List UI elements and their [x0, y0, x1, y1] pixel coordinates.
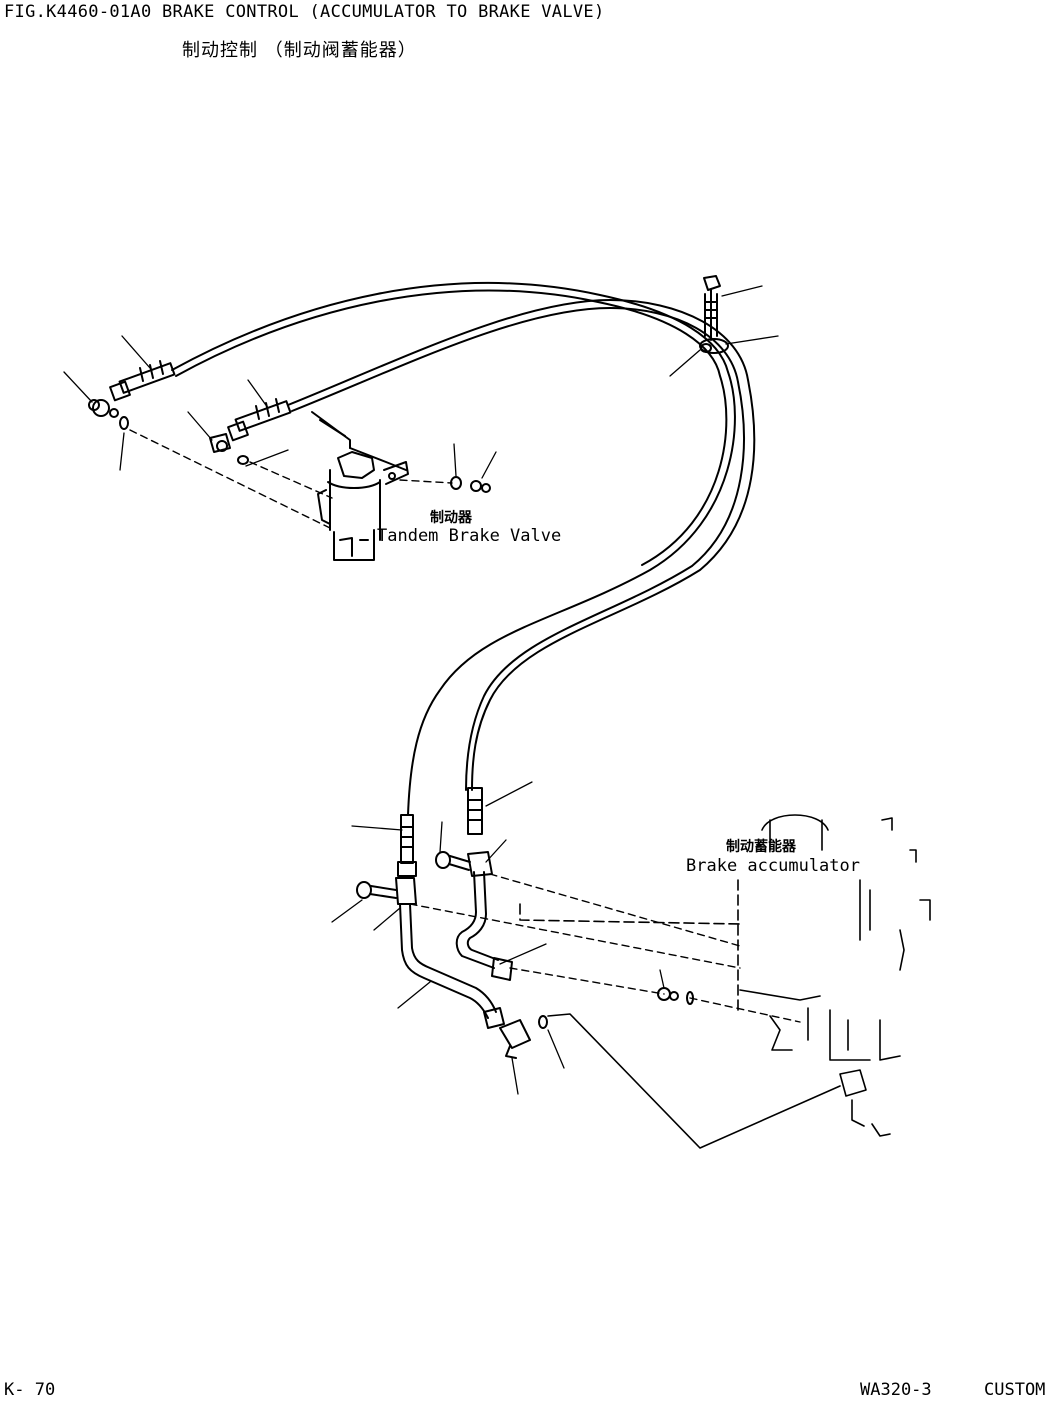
- clamp-bolt-top: [700, 276, 728, 353]
- accumulator-label-cn: 制动蓄能器: [726, 839, 796, 855]
- tandem-brake-valve: [312, 412, 408, 560]
- accumulator-label-en: Brake accumulator: [686, 856, 860, 876]
- model-number: WA320-3: [860, 1380, 932, 1400]
- dashed-connections: [130, 430, 800, 1022]
- hose-end-fitting-left: [89, 361, 174, 429]
- figure-subtitle: 制动控制 （制动阀蓄能器）: [182, 40, 417, 61]
- elbow-fitting: [500, 988, 693, 1058]
- hose-end-fitting-middle: [210, 399, 290, 464]
- steel-tube-right: [457, 872, 512, 980]
- bolt-lower-left: [357, 878, 416, 904]
- callout-leaders: [64, 286, 778, 1094]
- plug-fitting-valve: [451, 477, 490, 492]
- return-line: [548, 1014, 840, 1148]
- valve-label-en: Tandem Brake Valve: [377, 526, 562, 546]
- bolt-lower-right: [436, 852, 492, 876]
- hose-upper-b: [288, 300, 754, 790]
- brake-accumulator: [520, 815, 930, 1136]
- page-number: K- 70: [4, 1380, 56, 1400]
- model-variant: CUSTOM: [984, 1380, 1046, 1400]
- lower-hose-fitting-left: [398, 815, 416, 876]
- lower-hose-fitting-right: [468, 788, 482, 834]
- hose-upper-a: [172, 283, 735, 815]
- valve-label-cn: 制动器: [430, 510, 472, 526]
- steel-tube-left: [400, 904, 504, 1028]
- figure-title: FIG.K4460-01A0 BRAKE CONTROL (ACCUMULATO…: [4, 2, 605, 22]
